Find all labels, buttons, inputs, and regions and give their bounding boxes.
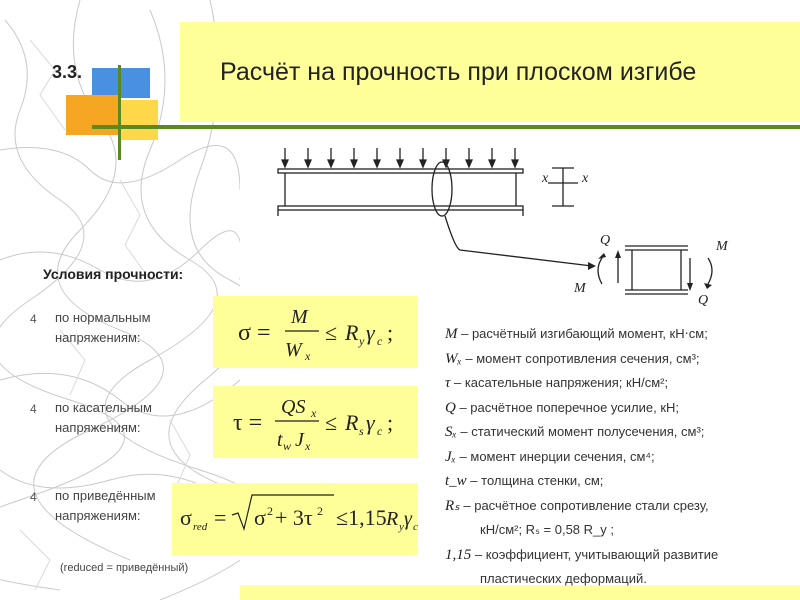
legend-text: пластических деформаций. xyxy=(480,571,647,586)
formula-reduced-stress: σ red = σ 2 + 3τ 2 ≤1,15 R y γ c xyxy=(172,483,418,555)
svg-text:γ: γ xyxy=(404,508,413,530)
accent-line-horizontal xyxy=(92,125,800,129)
svg-text:s: s xyxy=(359,424,364,438)
svg-text:c: c xyxy=(413,521,418,533)
legend-symbol: Q xyxy=(445,399,456,416)
svg-text:J: J xyxy=(295,429,305,451)
svg-text:x: x xyxy=(304,439,311,453)
symbols-legend: M – расчётный изгибающий момент, кН⋅см; … xyxy=(445,322,790,592)
svg-text:x: x xyxy=(310,406,317,420)
svg-text:=: = xyxy=(214,505,226,530)
conditions-heading: Условия прочности: xyxy=(43,266,184,282)
shear-label-top: Q xyxy=(600,233,610,248)
legend-row: τ – касательные напряжения; кН/см²; xyxy=(445,371,790,396)
svg-text:2: 2 xyxy=(267,504,273,518)
svg-text:R: R xyxy=(344,410,359,435)
title-band xyxy=(180,22,800,122)
blue-square xyxy=(92,68,150,98)
svg-text:;: ; xyxy=(387,410,393,435)
legend-text: – толщина стенки, см; xyxy=(466,473,604,488)
beam-diagram: x x xyxy=(277,148,596,270)
condition-label-reduced: по приведённым напряжениям: xyxy=(55,488,156,523)
legend-symbol: t_w xyxy=(445,473,467,489)
legend-text: кН/см²; Rₛ = 0,58 R_y ; xyxy=(480,522,614,537)
legend-symbol: Wₓ xyxy=(445,350,462,367)
bottom-band xyxy=(240,585,800,600)
legend-symbol: M xyxy=(445,326,458,342)
svg-text:σ: σ xyxy=(254,505,266,530)
legend-symbol: Sₓ xyxy=(445,424,457,440)
legend-text: – статический момент полусечения, см³; xyxy=(456,424,705,439)
shear-label-bottom: Q xyxy=(698,293,708,308)
legend-row: кН/см²; Rₛ = 0,58 R_y ; xyxy=(445,518,790,543)
legend-row: Rₛ – расчётное сопротивление стали срезу… xyxy=(445,494,790,519)
legend-symbol: 1,15 xyxy=(445,546,472,563)
svg-text:QS: QS xyxy=(281,396,305,418)
svg-text:γ: γ xyxy=(366,410,376,435)
legend-row: 1,15 – коэффициент, учитывающий развитие xyxy=(445,543,790,568)
svg-text:γ: γ xyxy=(366,320,376,345)
svg-text:R: R xyxy=(344,320,359,345)
svg-text:≤: ≤ xyxy=(325,410,337,435)
svg-text:W: W xyxy=(285,339,304,361)
legend-row: Jₓ – момент инерции сечения, см⁴; xyxy=(445,445,790,470)
svg-text:c: c xyxy=(377,334,383,348)
legend-text: – момент сопротивления сечения, см³; xyxy=(461,350,700,366)
legend-row: M – расчётный изгибающий момент, кН⋅см; xyxy=(445,322,790,347)
legend-text: – касательные напряжения; кН/см²; xyxy=(450,375,669,390)
svg-text:≤: ≤ xyxy=(325,320,337,345)
moment-label-left: M xyxy=(573,281,587,296)
reduced-note: (reduced = приведённый) xyxy=(60,562,189,574)
orange-square xyxy=(66,95,118,135)
svg-text:≤1,15: ≤1,15 xyxy=(336,505,387,530)
svg-text:;: ; xyxy=(387,320,393,345)
svg-text:y: y xyxy=(398,521,404,533)
legend-text: – расчётный изгибающий момент, кН⋅см; xyxy=(457,326,708,341)
legend-text: – момент инерции сечения, см⁴; xyxy=(455,448,655,464)
svg-text:τ =: τ = xyxy=(233,410,262,436)
svg-text:t: t xyxy=(277,429,283,451)
svg-text:x: x xyxy=(304,349,311,363)
legend-row: Q – расчётное поперечное усилие, кН; xyxy=(445,396,790,421)
formula-shear-stress: τ = QS x t w J x ≤ R s γ c ; xyxy=(213,386,418,458)
svg-text:2: 2 xyxy=(317,504,323,518)
legend-row: Sₓ – статический момент полусечения, см³… xyxy=(445,420,790,445)
legend-text: – расчётное сопротивление стали срезу, xyxy=(459,497,709,513)
formula-normal-stress: σ = M W x ≤ R y γ c ; xyxy=(213,296,418,368)
svg-text:w: w xyxy=(283,439,291,453)
svg-text:c: c xyxy=(377,424,383,438)
section-axis-right-label: x xyxy=(581,171,589,186)
moment-label-right: M xyxy=(715,239,729,254)
yellow-square xyxy=(118,100,158,140)
beam-element-diagram: Q M M Q xyxy=(573,233,729,308)
svg-text:R: R xyxy=(385,508,398,530)
legend-text: – коэффициент, учитывающий развитие xyxy=(471,546,719,562)
condition-label-shear: по касательным напряжениям: xyxy=(55,400,152,435)
svg-text:σ: σ xyxy=(180,505,192,530)
svg-text:+ 3τ: + 3τ xyxy=(275,505,313,530)
svg-text:y: y xyxy=(358,334,365,348)
accent-line-vertical xyxy=(118,65,121,160)
legend-symbol: τ xyxy=(445,375,451,391)
svg-text:red: red xyxy=(193,521,208,533)
legend-symbol: Rₛ xyxy=(445,497,460,514)
bullet-marker: 4 xyxy=(30,402,37,416)
legend-row: пластических деформаций. xyxy=(445,567,790,592)
svg-text:σ =: σ = xyxy=(238,320,270,346)
bullet-marker: 4 xyxy=(30,312,37,326)
legend-text: – расчётное поперечное усилие, кН; xyxy=(455,399,680,415)
legend-row: t_w – толщина стенки, см; xyxy=(445,469,790,494)
svg-text:M: M xyxy=(290,306,309,328)
condition-label-normal: по нормальным напряжениям: xyxy=(55,310,151,345)
slide-title: Расчёт на прочность при плоском изгибе xyxy=(220,58,697,86)
legend-row: Wₓ – момент сопротивления сечения, см³; xyxy=(445,347,790,372)
bullet-marker: 4 xyxy=(30,490,37,504)
legend-symbol: Jₓ xyxy=(445,448,456,465)
section-axis-left-label: x xyxy=(541,171,549,186)
load-arrows xyxy=(281,148,519,169)
slide-number: 3.3. xyxy=(52,62,83,82)
